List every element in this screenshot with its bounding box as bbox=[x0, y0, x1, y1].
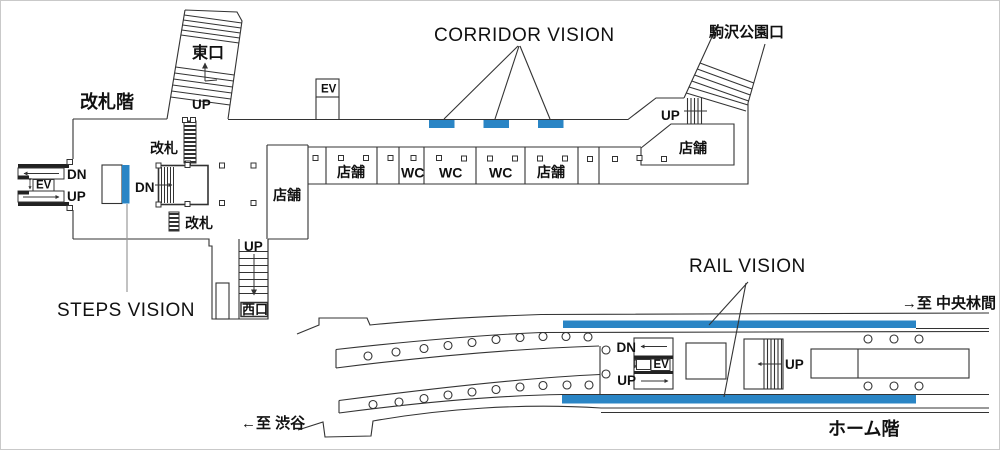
platform-ev-label: EV bbox=[654, 359, 670, 371]
hall-pillars bbox=[219, 162, 257, 206]
concourse-floor-label: 改札階 bbox=[80, 91, 134, 112]
rail-vision-pointer-lines bbox=[708, 281, 749, 398]
gate-block bbox=[155, 162, 209, 208]
corridor-vision-bars bbox=[429, 120, 564, 128]
platform-pillars bbox=[363, 331, 924, 410]
room-row bbox=[308, 146, 641, 184]
room-wc-2-label: WC bbox=[439, 165, 462, 181]
concourse-outline bbox=[72, 97, 749, 320]
room-shop-1-label: 店舗 bbox=[337, 164, 365, 180]
platform-stairs bbox=[743, 338, 784, 390]
corridor-vision-bar-2 bbox=[483, 120, 509, 128]
shop-right-room bbox=[640, 123, 735, 166]
gate-bottom-label: 改札 bbox=[185, 215, 213, 231]
steps-dn-label: DN bbox=[135, 180, 155, 195]
west-bay-dn-label: DN bbox=[67, 167, 87, 182]
steps-vision-bar bbox=[122, 165, 130, 204]
platform-room bbox=[685, 342, 727, 380]
east-exit-up-label: UP bbox=[192, 97, 211, 112]
corridor-elevator bbox=[315, 78, 340, 119]
east-exit-stairs-upper bbox=[180, 14, 242, 44]
platform-stairs-up-label: UP bbox=[785, 357, 804, 372]
shop-right-label: 店舗 bbox=[679, 140, 707, 156]
west-escalator-bay bbox=[17, 159, 73, 211]
gate-top-label: 改札 bbox=[150, 140, 178, 156]
park-exit-label: 駒沢公園口 bbox=[709, 23, 784, 41]
park-exit-stairs-base bbox=[684, 98, 707, 124]
park-exit-up-label: UP bbox=[661, 108, 680, 123]
platform-floor-label: ホーム階 bbox=[828, 419, 899, 439]
corridor-vision-bar-3 bbox=[538, 120, 564, 128]
west-exit-label: 西口 bbox=[242, 302, 268, 317]
room-shop-2-label: 店舗 bbox=[537, 164, 565, 180]
corridor-pillars bbox=[312, 155, 667, 162]
west-bay-up-label: UP bbox=[67, 189, 86, 204]
west-exit-up-label: UP bbox=[244, 239, 263, 254]
west-bay-ev-label: EV bbox=[36, 180, 52, 192]
steps-vision-label: STEPS VISION bbox=[57, 300, 195, 321]
park-exit-corridor bbox=[683, 25, 766, 124]
platform-escalator-block bbox=[633, 337, 674, 390]
west-exit bbox=[215, 239, 269, 320]
rail-vision-bar-bottom bbox=[562, 395, 916, 404]
east-exit-corridor bbox=[166, 9, 243, 120]
park-exit-stairs-diagonal bbox=[686, 62, 754, 112]
ticket-gate-bottom bbox=[168, 211, 180, 232]
rail-vision-label: RAIL VISION bbox=[689, 256, 806, 277]
room-wc-3-label: WC bbox=[489, 165, 512, 181]
direction-right-label: →至 中央林間 bbox=[902, 294, 996, 312]
steps-vision-stairs bbox=[101, 164, 123, 205]
direction-left-label: ←至 渋谷 bbox=[241, 414, 306, 432]
room-wc-1-label: WC bbox=[401, 165, 424, 181]
corridor-vision-pointer-lines bbox=[443, 45, 551, 120]
platform-dn-label: DN bbox=[617, 340, 637, 355]
ticket-gate-top bbox=[182, 117, 197, 167]
track-outer-lines bbox=[296, 312, 990, 438]
platform-kiosk bbox=[810, 348, 970, 379]
corridor-ev-label: EV bbox=[321, 84, 337, 96]
east-exit-label: 東口 bbox=[192, 43, 224, 62]
platform-up-label: UP bbox=[617, 373, 636, 388]
corridor-vision-bar-1 bbox=[429, 120, 455, 128]
shop-left-label: 店舗 bbox=[273, 187, 301, 203]
corridor-vision-label: CORRIDOR VISION bbox=[434, 25, 615, 46]
rail-vision-bar-top bbox=[563, 320, 916, 328]
